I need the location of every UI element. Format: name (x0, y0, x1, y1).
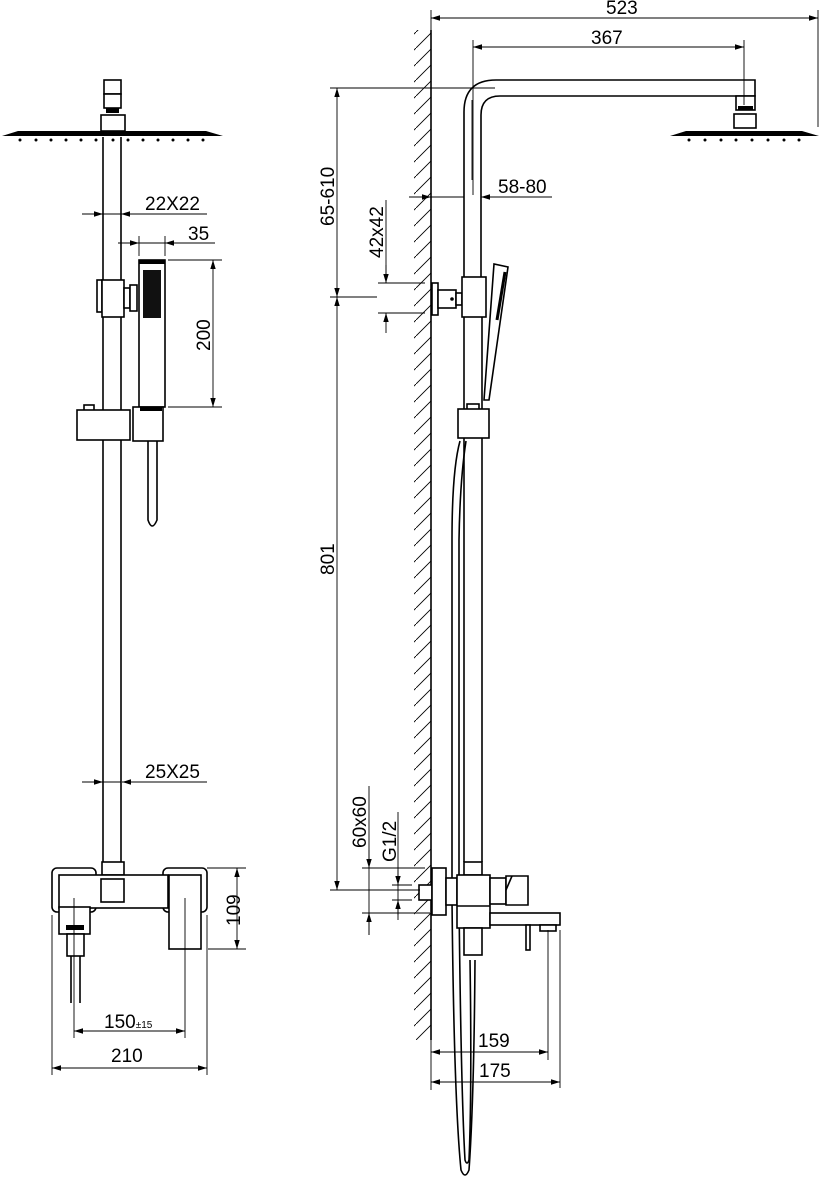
rain-shower-head (2, 79, 223, 142)
mixer-front (51, 861, 208, 1003)
mixer-side (418, 861, 561, 956)
dimension-150: 150±15 (73, 898, 186, 1038)
dimension-65-610: 65-610 (318, 87, 495, 298)
side-view: 523 367 65-610 58-80 42x (318, 0, 819, 1176)
dimension-42x42: 42x42 (367, 200, 425, 333)
dimension-523: 523 (430, 0, 819, 127)
dim-pipe-top-size: 22X22 (145, 194, 200, 215)
shower-arm (463, 79, 756, 277)
dim-mixer-projection: 175 (479, 1061, 511, 1082)
dimension-210: 210 (51, 915, 208, 1075)
dim-riser-height: 801 (318, 543, 339, 575)
dim-arm-height-range: 65-610 (318, 167, 339, 226)
hand-shower-side (483, 263, 509, 401)
wall (414, 30, 432, 1040)
dim-pipe-bottom-size: 25X25 (145, 762, 200, 783)
dimension-175: 175 (431, 930, 561, 1088)
dim-mixer-plate-size: 60x60 (350, 796, 371, 848)
dimension-801: 801 (318, 297, 420, 891)
dimension-200: 200 (168, 259, 222, 408)
front-view: 22X22 35 200 25X25 109 (2, 79, 246, 1075)
dim-arm-projection: 367 (591, 28, 623, 49)
slide-bar-bracket (76, 404, 164, 442)
dim-inlet-thread: G1/2 (380, 821, 401, 862)
dimension-367: 367 (472, 28, 745, 195)
dim-inlet-spacing: 150±15 (104, 1012, 153, 1033)
dim-hand-shower-length: 200 (194, 319, 215, 351)
rain-shower-head-side (670, 95, 819, 142)
dim-bracket-size: 42x42 (367, 206, 388, 258)
dim-mixer-height: 109 (224, 894, 245, 926)
dimension-g12: G1/2 (380, 812, 412, 920)
hand-shower (138, 259, 166, 408)
dimension-58-80: 58-80 (409, 177, 552, 200)
dim-spout-projection: 159 (478, 1031, 510, 1052)
dim-hand-shower-width: 35 (188, 224, 209, 245)
hand-shower-holder (96, 279, 138, 318)
dimension-25x25: 25X25 (82, 762, 207, 785)
dimension-60x60: 60x60 (350, 786, 430, 935)
dimension-35: 35 (118, 224, 215, 256)
dimension-109: 109 (207, 867, 246, 950)
shower-riser-pipe (102, 137, 122, 862)
dim-total-projection: 523 (606, 0, 638, 19)
shower-hose-side (451, 440, 476, 1176)
dimension-22x22: 22X22 (82, 194, 207, 217)
dim-overall-width: 210 (111, 1046, 143, 1067)
dim-wall-to-pipe: 58-80 (498, 177, 547, 198)
wall-bracket (431, 276, 487, 318)
riser-pipe-side (463, 317, 483, 862)
shower-hose (147, 441, 158, 527)
dimension-159: 159 (430, 930, 549, 1090)
slider-side (457, 403, 490, 439)
